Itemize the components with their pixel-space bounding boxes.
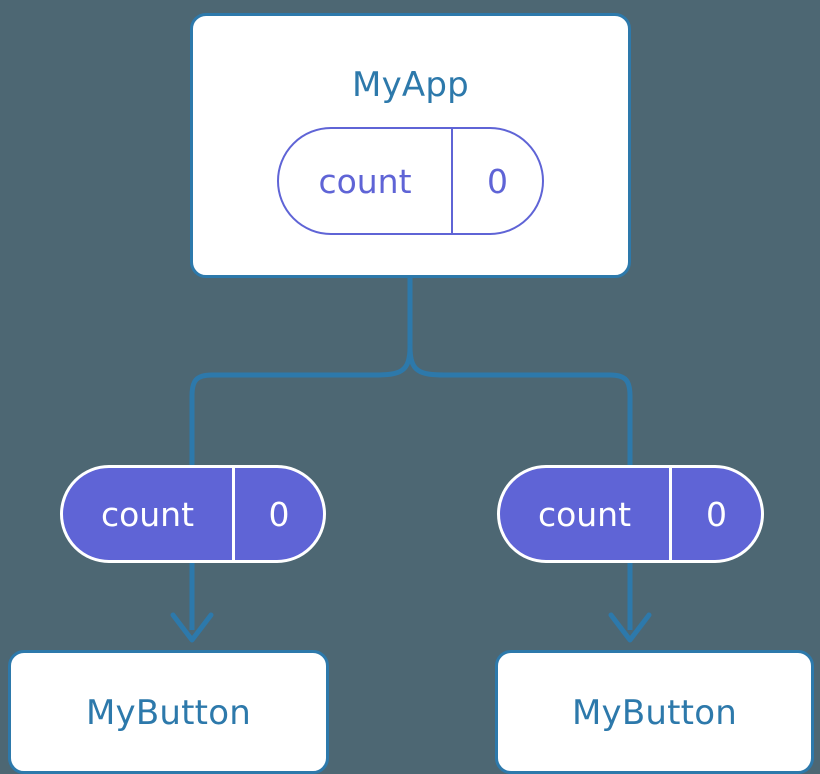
component-title-myapp: MyApp	[352, 65, 469, 105]
state-key-label: count	[500, 468, 672, 560]
state-value-label: 0	[706, 494, 727, 534]
state-value-label: 0	[268, 494, 290, 534]
state-pill-right[interactable]: count 0	[497, 465, 764, 563]
state-pill-left[interactable]: count 0	[60, 465, 326, 563]
component-title-mybutton: MyButton	[86, 693, 251, 733]
component-box-mybutton-right[interactable]: MyButton	[495, 650, 814, 774]
connector-arrow-left	[170, 563, 214, 643]
component-box-mybutton-left[interactable]: MyButton	[8, 650, 329, 774]
connector-arrow-right	[608, 563, 652, 643]
state-key-label: count	[279, 129, 453, 233]
state-key-label: count	[63, 468, 235, 560]
component-title-mybutton: MyButton	[572, 693, 737, 733]
state-pill-myapp[interactable]: count 0	[277, 127, 544, 235]
state-value-label: 0	[487, 161, 508, 201]
connector-branch-left	[189, 344, 413, 468]
connector-branch-right	[407, 344, 633, 468]
